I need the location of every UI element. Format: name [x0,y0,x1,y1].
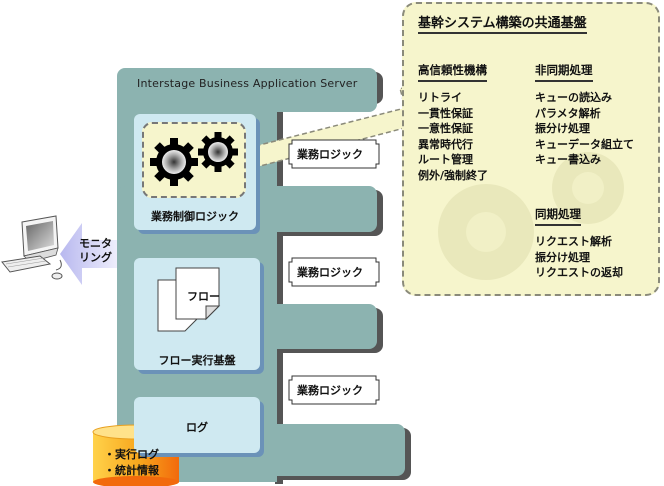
list-item: 例外/強制終了 [418,168,489,182]
section-heading-reliability: 高信頼性機構 [418,62,487,82]
flow-documents-icon [157,267,221,332]
monitoring-label-line2: リング [79,251,112,264]
list-item: ルート管理 [418,153,473,166]
section-heading-async: 非同期処理 [535,62,593,82]
async-list: キューの読込み パラメタ解析 振分け処理 キューデータ組立て キュー書込み [535,90,634,168]
business-logic-box-1 [288,139,380,169]
monitoring-arrow [60,223,117,285]
callout-gear-watermark [438,152,624,280]
list-item: 振分け処理 [535,122,590,135]
business-logic-label: 業務ロジック [297,384,363,397]
business-logic-label: 業務ロジック [297,148,363,161]
reliability-list: リトライ 一貫性保証 一意性保証 異常時代行 ルート管理 例外/強制終了 [418,90,488,183]
list-item: 一貫性保証 [418,106,473,120]
business-logic-label: 業務ロジック [297,266,363,279]
list-item: 一意性保証 [418,122,473,135]
list-item: リクエストの返却 [535,266,623,279]
computer-icon [1,215,63,280]
list-item: リクエスト解析 [535,235,612,248]
server-title: Interstage Business Application Server [137,77,358,90]
list-item: キューデータ組立て [535,137,634,151]
business-logic-box-2 [288,257,380,287]
callout-title: 基幹システム構築の共通基盤 [418,12,587,34]
list-item: パラメタ解析 [535,106,601,120]
monitoring-label-line1: モニタ [79,237,112,250]
list-item: 振分け処理 [535,250,590,264]
sync-list: リクエスト解析 振分け処理 リクエストの返却 [535,234,623,281]
monitoring-label: モニタ リング [79,237,112,265]
gears-icon [150,132,238,186]
list-item: キュー書込み [535,153,601,166]
list-item: リトライ [418,91,462,104]
list-item: 異常時代行 [418,137,473,151]
database-item: ・統計情報 [104,464,159,477]
log-panel: ログ [134,397,260,453]
control-logic-label: 業務制御ロジック [151,210,239,223]
list-item: キューの読込み [535,91,612,104]
log-label: ログ [186,421,208,434]
flow-doc-label: フロー [187,290,220,303]
business-logic-box-3 [288,375,380,405]
section-heading-sync: 同期処理 [535,206,581,226]
database-label: ・実行ログ ・統計情報 [104,447,159,479]
flow-engine-label: フロー実行基盤 [158,354,236,367]
database-item: ・実行ログ [104,448,159,461]
